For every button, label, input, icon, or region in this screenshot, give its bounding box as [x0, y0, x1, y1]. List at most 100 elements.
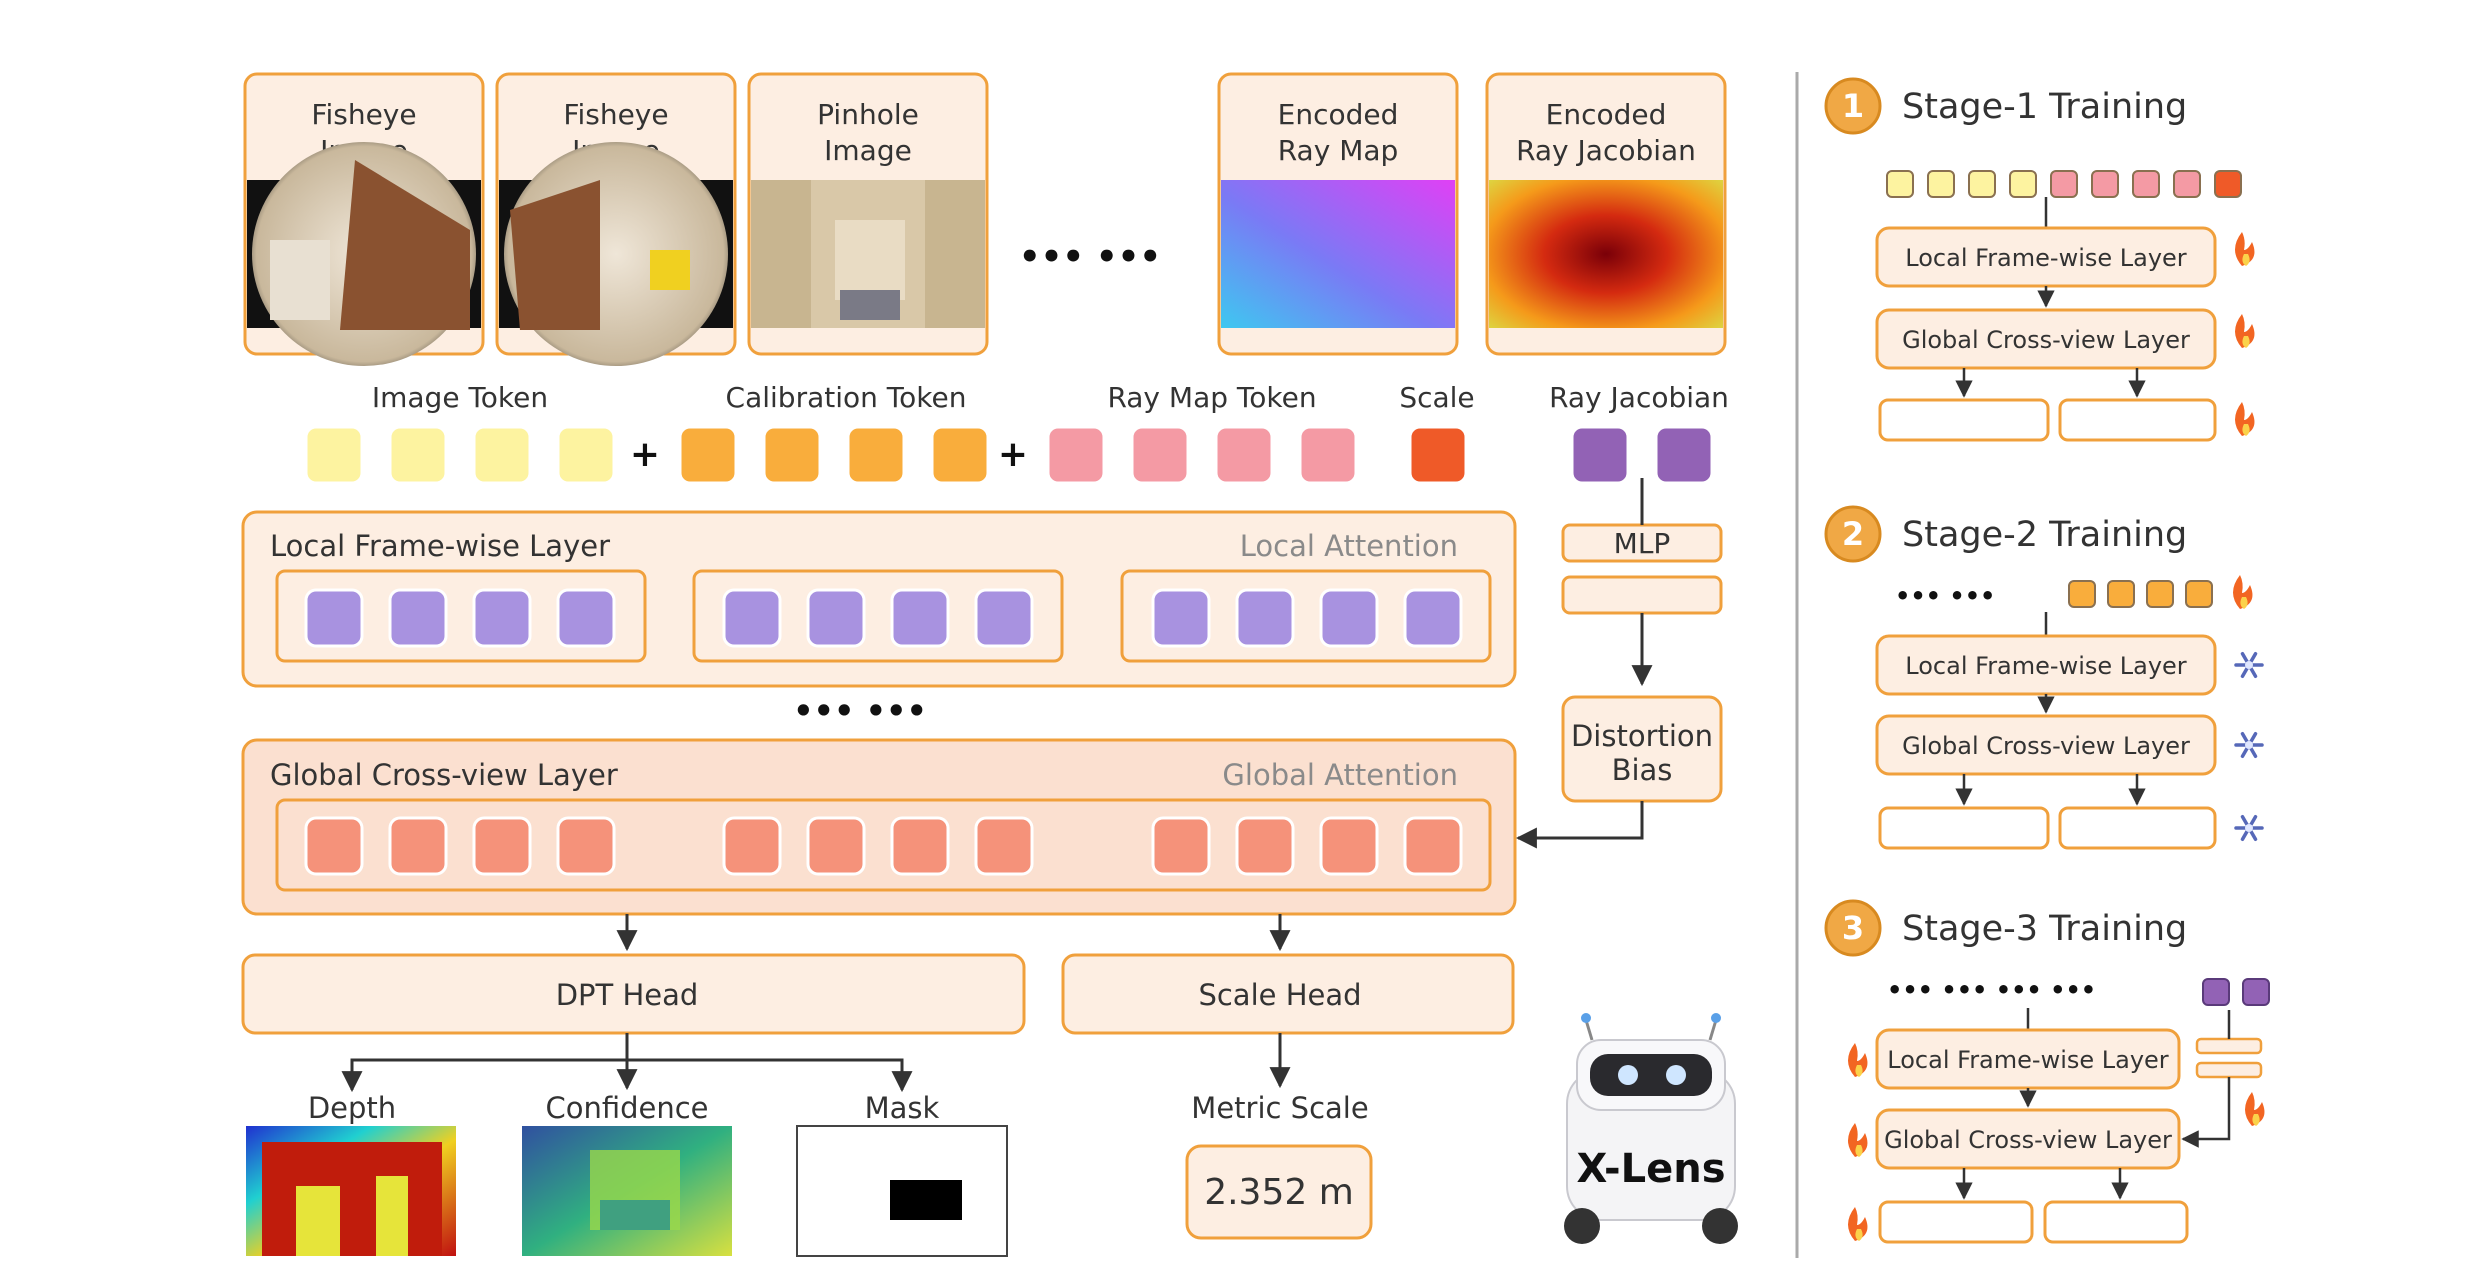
- local-token: [974, 588, 1034, 648]
- calibration-token: [846, 425, 906, 485]
- input-card-jacobian: Encoded Ray Jacobian: [1485, 72, 1727, 356]
- stage-local-label: Local Frame-wise Layer: [1905, 652, 2187, 680]
- image-token: [304, 425, 364, 485]
- global-token: [304, 816, 364, 876]
- mlp-label: MLP: [1614, 527, 1671, 560]
- local-frame-group: [275, 569, 647, 663]
- input-card-fisheye-2: Fisheye Image: [495, 72, 737, 366]
- stage-global-label: Global Cross-view Layer: [1884, 1126, 2172, 1154]
- flame-icon: [2245, 1092, 2265, 1126]
- stage3-token: [2202, 978, 2230, 1006]
- image-token: [388, 425, 448, 485]
- scale-token-label: Scale: [1399, 381, 1474, 414]
- snowflake-icon: [2234, 814, 2264, 842]
- flame-icon: [1848, 1207, 1868, 1241]
- stage-2-panel: 2 Stage-2 Training ••• ••• Local Frame-w…: [1824, 505, 2264, 850]
- jacobian-token: [1570, 425, 1630, 485]
- local-frame-group: [1120, 569, 1492, 663]
- global-token: [472, 816, 532, 876]
- jacobian-branch: MLP Distortion Bias: [1515, 478, 1723, 849]
- distortion-bias-line1: Distortion: [1571, 719, 1713, 753]
- local-token: [1151, 588, 1211, 648]
- stage2-tokens: [2068, 580, 2213, 608]
- stage-global-label: Global Cross-view Layer: [1902, 732, 2190, 760]
- image-token-label: Image Token: [372, 381, 548, 414]
- local-token: [722, 588, 782, 648]
- depth-output: Depth: [246, 1091, 456, 1256]
- robot-logo-text: X-Lens: [1576, 1146, 1725, 1192]
- raymap-token-label: Ray Map Token: [1107, 381, 1316, 414]
- layer-ellipsis: ••• •••: [793, 692, 927, 730]
- depth-label: Depth: [308, 1091, 396, 1125]
- mask-output: Mask: [796, 1091, 1008, 1257]
- input-ellipsis: ••• •••: [1019, 237, 1161, 277]
- local-attention-label: Local Attention: [1240, 529, 1458, 563]
- image-token: [472, 425, 532, 485]
- stage-local-label: Local Frame-wise Layer: [1905, 244, 2187, 272]
- flame-icon: [2235, 314, 2255, 348]
- stage1-token: [2009, 170, 2037, 198]
- local-token: [472, 588, 532, 648]
- mlp-box-2: [1561, 575, 1723, 615]
- local-layer-title: Local Frame-wise Layer: [270, 529, 610, 563]
- local-frame-wise-layer: Local Frame-wise Layer Local Attention: [241, 510, 1517, 688]
- stage1-token: [2050, 170, 2078, 198]
- stage1-token: [1968, 170, 1996, 198]
- local-tokens: [304, 588, 1463, 648]
- global-token: [1235, 816, 1295, 876]
- raymap-token: [1046, 425, 1106, 485]
- stage1-token: [2214, 170, 2242, 198]
- stage-title: Stage-3 Training: [1902, 909, 2187, 949]
- input-label-line2: Image: [824, 134, 912, 167]
- stage2-token: [2146, 580, 2174, 608]
- snowflake-icon: [2234, 731, 2264, 759]
- stage-number: 3: [1842, 909, 1864, 947]
- local-token: [1319, 588, 1379, 648]
- global-token: [806, 816, 866, 876]
- global-token: [388, 816, 448, 876]
- stage-title: Stage-2 Training: [1902, 515, 2187, 555]
- metric-scale-label: Metric Scale: [1191, 1091, 1368, 1125]
- input-label-line1: Encoded: [1278, 98, 1399, 131]
- metric-scale-output: Metric Scale 2.352 m: [1185, 1091, 1373, 1240]
- stage1-tokens: [1886, 170, 2242, 198]
- global-token: [722, 816, 782, 876]
- stage-global-layer: [1875, 1108, 2181, 1170]
- global-token: [1403, 816, 1463, 876]
- confidence-output: Confidence: [522, 1091, 732, 1256]
- input-label-line1: Pinhole: [817, 98, 919, 131]
- stage-local-label: Local Frame-wise Layer: [1887, 1046, 2169, 1074]
- dpt-head-label: DPT Head: [556, 978, 699, 1012]
- plus-sign: +: [630, 434, 660, 475]
- stage3-tokens: [2202, 978, 2270, 1006]
- flame-icon: [1848, 1043, 1868, 1077]
- flame-icon: [2233, 575, 2253, 609]
- raymap-image: [1221, 180, 1455, 328]
- stage3-mlp-box: [2195, 1061, 2263, 1079]
- fisheye-image-1: [247, 142, 481, 366]
- stage-ellipsis: ••• ••• ••• •••: [1887, 976, 2096, 1004]
- global-layer-title: Global Cross-view Layer: [270, 758, 618, 792]
- stage-number: 1: [1842, 87, 1864, 125]
- pinhole-image: [751, 180, 985, 328]
- metric-scale-value: 2.352 m: [1204, 1172, 1354, 1213]
- stage-head-box: [2058, 398, 2217, 442]
- flame-icon: [1848, 1123, 1868, 1157]
- stage-badge: [1824, 505, 1882, 563]
- global-cross-view-layer: Global Cross-view Layer Global Attention: [241, 738, 1517, 916]
- input-label-line1: Fisheye: [563, 98, 668, 131]
- image-token: [556, 425, 616, 485]
- jacobian-image: [1489, 180, 1723, 328]
- stage2-token: [2107, 580, 2135, 608]
- raymap-token: [1214, 425, 1274, 485]
- input-card-pinhole: Pinhole Image: [747, 72, 989, 356]
- local-frame-group: [692, 569, 1064, 663]
- local-token: [890, 588, 950, 648]
- stage-badge: [1824, 899, 1882, 957]
- calibration-token: [930, 425, 990, 485]
- distortion-bias-line2: Bias: [1612, 753, 1673, 787]
- input-label-line1: Fisheye: [311, 98, 416, 131]
- token-squares: [304, 425, 1714, 485]
- local-token: [304, 588, 364, 648]
